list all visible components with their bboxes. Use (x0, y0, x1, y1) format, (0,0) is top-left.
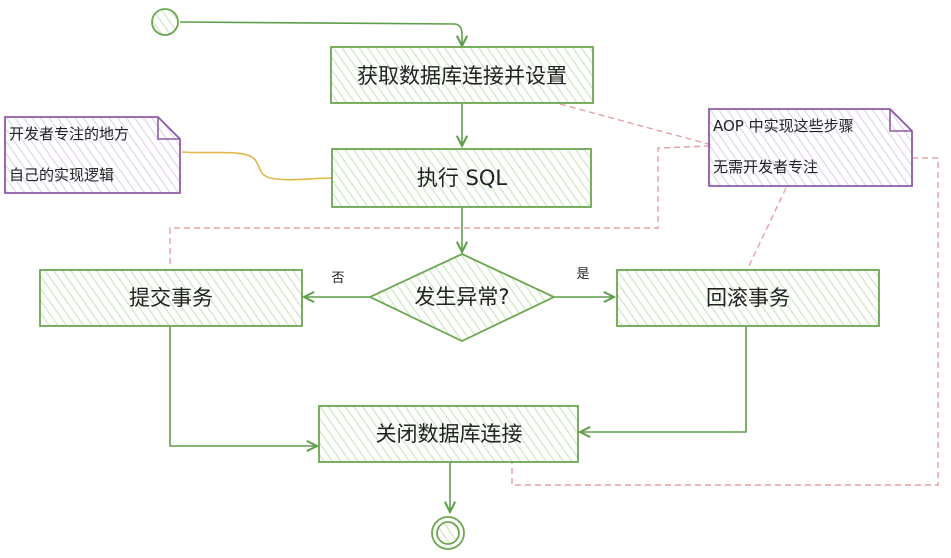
close-connection-label: 关闭数据库连接 (376, 422, 523, 446)
developer-note: 开发者专注的地方 自己的实现逻辑 (4, 116, 181, 194)
developer-note-line-2: 自己的实现逻辑 (9, 166, 114, 184)
end-node (431, 516, 465, 550)
execute-sql-box: 执行 SQL (331, 148, 592, 208)
execute-sql-label: 执行 SQL (417, 166, 508, 190)
aop-note-line-1: AOP 中实现这些步骤 (713, 117, 854, 135)
developer-note-line-1: 开发者专注的地方 (9, 125, 129, 143)
commit-box: 提交事务 (39, 269, 303, 327)
get-connection-label: 获取数据库连接并设置 (357, 64, 567, 88)
aop-link-to-get-connection (559, 103, 713, 146)
arrow-commit-to-close (169, 326, 317, 446)
commit-label: 提交事务 (129, 286, 213, 310)
aop-link-to-execute-area (169, 145, 711, 268)
rollback-label: 回滚事务 (706, 286, 790, 310)
aop-note-line-2: 无需开发者专注 (713, 158, 818, 176)
developer-note-link (181, 151, 333, 181)
aop-link-to-rollback (747, 187, 787, 269)
branch-yes-label: 是 (576, 267, 589, 282)
exception-decision: 发生异常? (367, 253, 557, 342)
get-connection-box: 获取数据库连接并设置 (330, 46, 594, 104)
start-node (151, 8, 179, 36)
aop-link-to-close (511, 157, 939, 486)
branch-no-label: 否 (331, 271, 344, 286)
aop-note: AOP 中实现这些步骤 无需开发者专注 (708, 108, 913, 187)
aop-dashed-links (169, 103, 939, 486)
arrow-rollback-to-close (580, 326, 747, 432)
flow-arrows (169, 21, 747, 512)
rollback-box: 回滚事务 (616, 269, 880, 327)
arrow-start-to-get (179, 21, 462, 46)
exception-decision-label: 发生异常? (414, 285, 509, 309)
close-connection-box: 关闭数据库连接 (318, 405, 579, 463)
